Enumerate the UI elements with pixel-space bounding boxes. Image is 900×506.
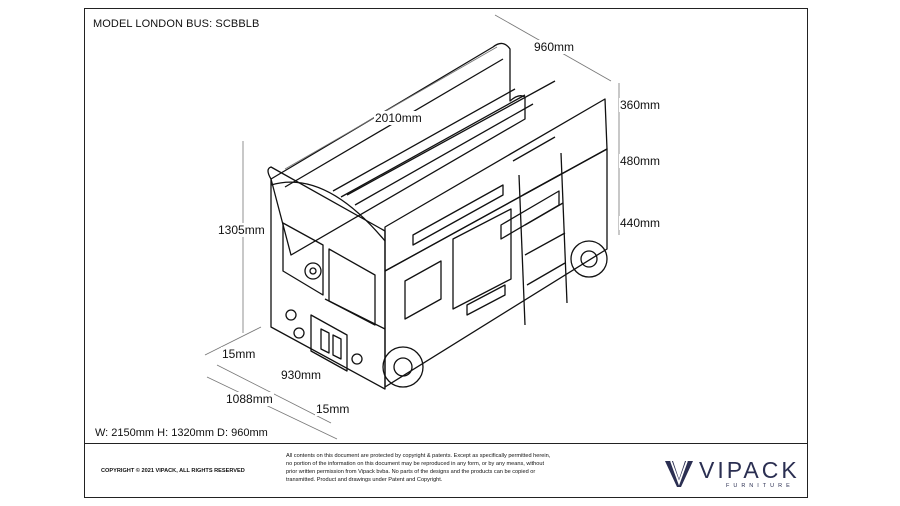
ladder-rail — [518, 174, 526, 326]
slat — [332, 88, 516, 192]
upper-window — [412, 184, 504, 246]
lower-bunk-edge — [324, 298, 386, 330]
side-slot — [466, 284, 506, 316]
footer-divider — [85, 443, 807, 444]
dim-930mm: 930mm — [280, 368, 323, 382]
steering-wheel — [304, 262, 322, 280]
front-wheel — [382, 346, 424, 388]
legal-line: no portion of the information on this do… — [286, 461, 545, 467]
legal-notice: All contents on this document are protec… — [286, 452, 616, 484]
dim-15mm-rear: 15mm — [315, 402, 351, 416]
ladder-rung — [522, 172, 564, 196]
front-door — [310, 314, 348, 372]
model-title: MODEL LONDON BUS: SCBBLB — [93, 18, 260, 30]
side-window — [404, 260, 442, 320]
dim-440mm: 440mm — [619, 216, 662, 230]
logo-name: VIPACK — [699, 457, 800, 483]
legal-line: transmitted. Product and drawings under … — [286, 477, 443, 483]
rear-wheel — [570, 240, 608, 278]
drawing-sheet: MODEL LONDON BUS: SCBBLB — [84, 8, 808, 498]
legal-line: All contents on this document are protec… — [286, 453, 551, 459]
ladder-rail — [560, 152, 568, 304]
front-window-right — [328, 248, 376, 326]
door-handle — [332, 334, 342, 360]
dim-2010mm: 2010mm — [374, 111, 423, 125]
front-light — [351, 353, 363, 365]
slat — [354, 103, 534, 206]
vipack-logo-icon — [665, 460, 693, 487]
footer: COPYRIGHT © 2021 VIPACK, ALL RIGHTS RESE… — [85, 444, 807, 498]
side-panel — [452, 208, 512, 310]
bus-bed-drawing — [204, 14, 620, 440]
dim-960mm: 960mm — [533, 40, 576, 54]
overall-size: W: 2150mm H: 1320mm D: 960mm — [95, 427, 268, 439]
slat — [340, 94, 526, 198]
dim-line-930 — [216, 364, 332, 424]
front-window-left — [282, 222, 324, 296]
legal-line: prior written permission from Vipack bvb… — [286, 469, 536, 475]
dim-line-2010 — [284, 46, 498, 170]
roof-outline — [270, 42, 526, 256]
vipack-logo: VIPACK FURNITURE — [663, 457, 803, 491]
dim-line-1088 — [206, 376, 338, 440]
dim-360mm: 360mm — [619, 98, 662, 112]
roof-rail-inner — [346, 80, 556, 196]
front-face — [267, 166, 386, 390]
ladder-top — [512, 136, 556, 162]
ladder-rung — [524, 232, 566, 256]
dim-1305mm: 1305mm — [217, 223, 266, 237]
dim-1088mm: 1088mm — [225, 392, 274, 406]
dim-line-15-front — [204, 326, 262, 356]
copyright-text: COPYRIGHT © 2021 VIPACK, ALL RIGHTS RESE… — [101, 468, 245, 474]
dim-480mm: 480mm — [619, 154, 662, 168]
ladder-rung — [524, 202, 564, 226]
dim-15mm-front: 15mm — [221, 347, 257, 361]
front-arch — [270, 181, 386, 242]
front-light — [285, 309, 297, 321]
logo-sub: FURNITURE — [726, 483, 794, 489]
upper-side-panel — [500, 190, 560, 240]
ladder-rung — [526, 262, 566, 286]
front-light — [293, 327, 305, 339]
door-handle — [320, 328, 330, 354]
